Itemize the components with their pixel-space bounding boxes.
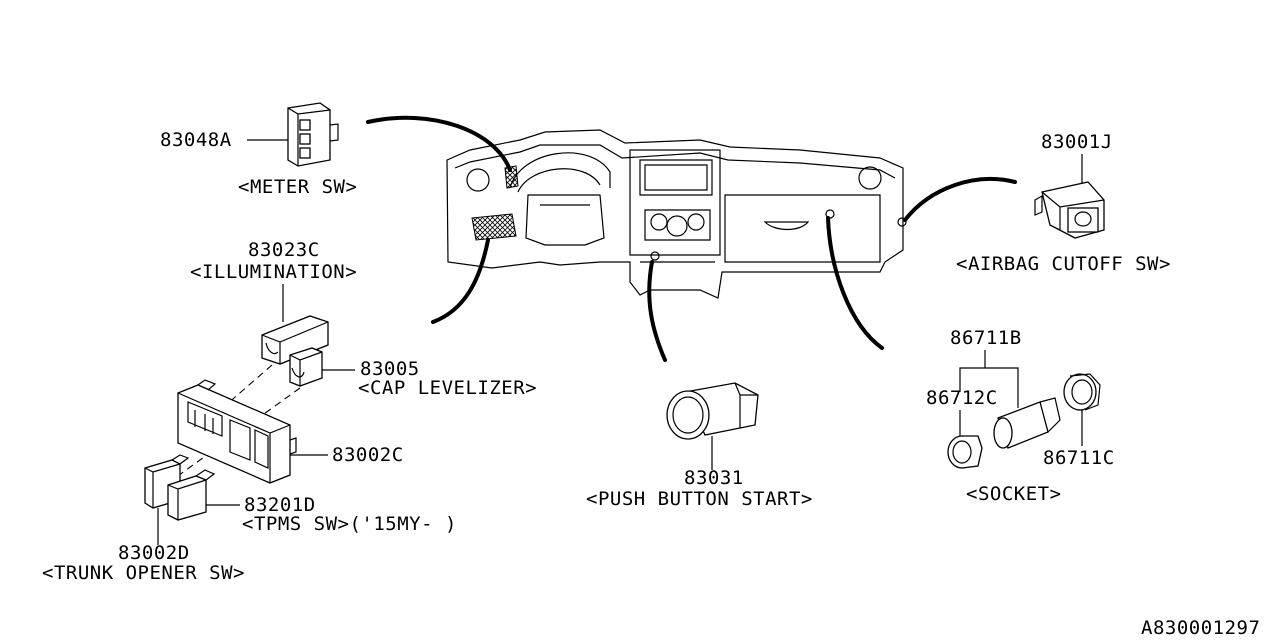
socket-cap-drawing bbox=[947, 435, 983, 469]
push-button-start-part-number: 83031 bbox=[684, 467, 744, 489]
socket-caption: <SOCKET> bbox=[966, 483, 1062, 505]
illumination-part-number: 83023C bbox=[248, 239, 320, 261]
diagram-id: A830001297 bbox=[1141, 617, 1260, 639]
tpms-switch-caption: <TPMS SW>('15MY- ) bbox=[242, 513, 457, 535]
socket-cap-part-number: 86712C bbox=[926, 387, 998, 409]
location-leaders bbox=[366, 115, 1017, 362]
illumination-switch-drawing bbox=[261, 315, 329, 365]
meter-switch-drawing bbox=[287, 102, 339, 167]
socket-ring-drawing bbox=[1063, 373, 1101, 411]
switch-panel-drawing bbox=[177, 379, 297, 484]
meter-switch-part-number: 83048A bbox=[160, 129, 232, 151]
cap-levelizer-part-number: 83005 bbox=[360, 358, 420, 380]
trunk-opener-caption: <TRUNK OPENER SW> bbox=[42, 562, 245, 584]
cap-levelizer-drawing bbox=[289, 347, 323, 387]
cap-levelizer-caption: <CAP LEVELIZER> bbox=[358, 377, 537, 399]
socket-group-part-number: 86711B bbox=[950, 327, 1022, 349]
switch-panel-part-number: 83002C bbox=[332, 444, 404, 466]
trunk-opener-part-number: 83002D bbox=[118, 542, 190, 564]
socket-body-drawing bbox=[993, 397, 1061, 449]
tpms-switch-part-number: 83201D bbox=[244, 494, 316, 516]
meter-switch-caption: <METER SW> bbox=[238, 176, 357, 198]
airbag-cutoff-caption: <AIRBAG CUTOFF SW> bbox=[956, 253, 1171, 275]
push-button-start-caption: <PUSH BUTTON START> bbox=[586, 488, 813, 510]
socket-ring-part-number: 86711C bbox=[1043, 447, 1115, 469]
tpms-switch-drawing bbox=[167, 469, 216, 521]
airbag-cutoff-switch-drawing bbox=[1034, 181, 1105, 239]
airbag-cutoff-part-number: 83001J bbox=[1041, 131, 1113, 153]
push-button-start-drawing bbox=[666, 382, 759, 440]
illumination-caption: <ILLUMINATION> bbox=[190, 261, 357, 283]
